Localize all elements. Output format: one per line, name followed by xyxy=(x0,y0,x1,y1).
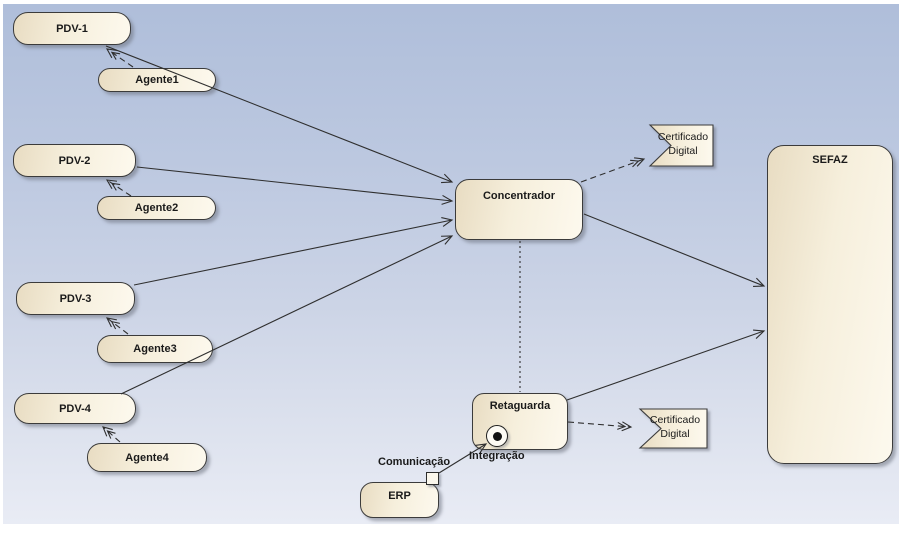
node-label: Agente4 xyxy=(125,451,169,464)
certificado-line1: Certificado xyxy=(649,414,701,426)
node-label: Agente3 xyxy=(133,343,177,355)
node-label: Retaguarda xyxy=(489,400,551,412)
node-label: Agente1 xyxy=(135,74,179,86)
node-pdv-3[interactable]: PDV-3 xyxy=(16,282,135,315)
node-agente4[interactable]: Agente4 xyxy=(87,443,207,472)
certificado-digital-2-label: Certificado Digital xyxy=(644,413,706,441)
provided-interface-ball-icon[interactable] xyxy=(486,425,508,447)
node-label: ERP xyxy=(388,490,411,502)
certificado-line1: Certificado xyxy=(657,131,709,143)
node-erp[interactable]: ERP xyxy=(360,482,439,518)
node-agente2[interactable]: Agente2 xyxy=(97,196,216,220)
node-label: PDV-1 xyxy=(56,22,88,35)
node-label: SEFAZ xyxy=(812,154,848,166)
comunicacao-label: Comunicação xyxy=(378,456,451,468)
erp-port-square[interactable] xyxy=(426,472,439,485)
node-label: Concentrador xyxy=(482,190,556,202)
node-concentrador[interactable]: Concentrador xyxy=(455,179,583,240)
node-label: PDV-2 xyxy=(58,154,91,167)
node-label: PDV-3 xyxy=(59,292,92,305)
node-retaguarda[interactable]: Retaguarda xyxy=(472,393,568,450)
certificado-digital-1-label: Certificado Digital xyxy=(653,130,713,158)
node-label: PDV-4 xyxy=(59,402,91,415)
interface-dot-icon xyxy=(492,431,502,441)
node-pdv-4[interactable]: PDV-4 xyxy=(14,393,136,424)
certificado-line2: Digital xyxy=(660,428,690,440)
node-agente1[interactable]: Agente1 xyxy=(98,68,216,92)
node-label: Agente2 xyxy=(134,202,179,214)
integracao-label: Integração xyxy=(469,450,525,462)
certificado-line2: Digital xyxy=(668,145,698,157)
node-agente3[interactable]: Agente3 xyxy=(97,335,213,363)
node-pdv-2[interactable]: PDV-2 xyxy=(13,144,136,177)
node-sefaz[interactable]: SEFAZ xyxy=(767,145,893,464)
node-pdv-1[interactable]: PDV-1 xyxy=(13,12,131,45)
